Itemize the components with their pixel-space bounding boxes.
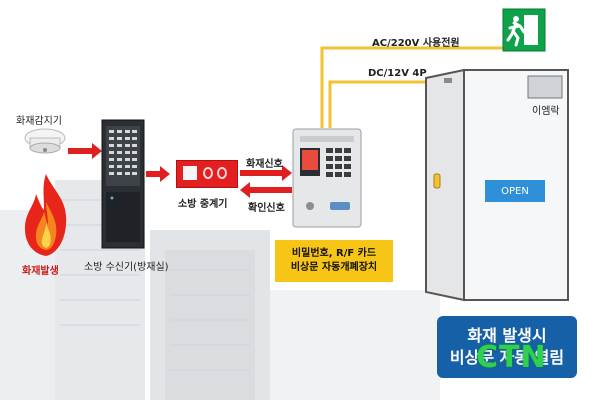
dc-power-wire: [328, 80, 430, 128]
dc-power-label: DC/12V 4P: [368, 68, 427, 79]
result-line1: 화재 발생시: [467, 326, 547, 345]
relay-indicator-icon: [203, 167, 213, 179]
fire-relay-label: 소방 중계기: [178, 199, 228, 210]
fire-receiver-label: 소방 수신기(방재실): [84, 262, 169, 273]
relay-indicator-icon: [217, 167, 227, 179]
fire-signal-label: 화재신호: [246, 159, 283, 170]
auto-door-control-device-icon: [292, 128, 362, 228]
ac-power-label: AC/220V 사용전원: [372, 38, 460, 49]
device-box-line2: 비상문 자동개폐장치: [290, 262, 378, 273]
emergency-exit-sign-icon: [502, 8, 546, 52]
flame-icon: [24, 174, 67, 256]
door-control-device-box: 비밀번호, R/F 카드 비상문 자동개폐장치: [275, 240, 393, 282]
fire-receiver-cabinet-icon: [101, 119, 145, 249]
open-button[interactable]: OPEN: [485, 180, 545, 202]
result-line2: 비상문 자동 열림: [449, 348, 565, 367]
fire-relay-device: [176, 160, 238, 188]
arrow-receiver-to-relay: [146, 166, 170, 182]
magnet-lock-label: 이엠락: [532, 106, 560, 117]
fire-detector-label: 화재감지기: [16, 116, 62, 127]
arrow-fire-signal: [240, 165, 292, 181]
arrow-detector-to-receiver: [68, 143, 102, 159]
device-box-line1: 비밀번호, R/F 카드: [291, 248, 377, 259]
result-message-box: 화재 발생시 비상문 자동 열림: [437, 316, 577, 378]
relay-panel-icon: [183, 166, 197, 180]
ctn-watermark-logo: CTN: [476, 340, 547, 375]
smoke-detector-icon: [24, 128, 66, 154]
confirm-signal-label: 확인신호: [248, 203, 285, 214]
fire-occurrence-label: 화재발생: [22, 266, 59, 277]
arrow-confirm-signal: [240, 182, 292, 198]
